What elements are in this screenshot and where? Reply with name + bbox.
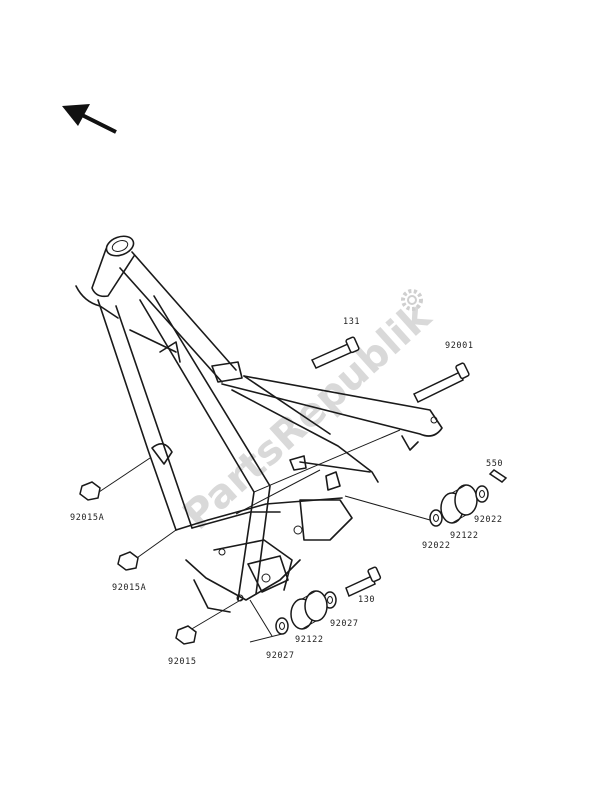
nut-92015a-upper <box>79 481 101 501</box>
damper-92122-right <box>440 484 478 524</box>
bolt-131 <box>310 336 360 369</box>
nut-92015a-middle <box>117 551 139 571</box>
callout-550: 550 <box>486 459 503 469</box>
callout-92022-inner: 92022 <box>422 541 451 551</box>
washer-92022-inner <box>429 509 443 527</box>
motorcycle-frame <box>75 235 443 613</box>
bolt-130 <box>345 566 382 598</box>
nut-92015-lower <box>175 625 197 645</box>
callout-92027-left: 92027 <box>266 651 295 661</box>
watermark: PartsRepublik <box>174 293 440 539</box>
watermark-text: PartsRepublik <box>174 293 440 539</box>
bolt-92001 <box>412 362 470 404</box>
callout-92122-right: 92122 <box>450 531 479 541</box>
callout-92027-right: 92027 <box>330 619 359 629</box>
callout-92015: 92015 <box>168 657 197 667</box>
damper-92122-lower <box>290 590 328 630</box>
callout-92015a-upper: 92015A <box>70 513 104 523</box>
callout-92122-lower: 92122 <box>295 635 324 645</box>
front-direction-arrow-icon <box>62 104 117 134</box>
washer-92022-outer <box>475 485 489 503</box>
callout-131: 131 <box>343 317 360 327</box>
callout-92015a-middle: 92015A <box>112 583 146 593</box>
callout-92022-outer: 92022 <box>474 515 503 525</box>
washer-92027-left <box>275 617 289 635</box>
gear-icon <box>401 289 423 311</box>
leader-lines <box>95 429 431 643</box>
callout-130: 130 <box>358 595 375 605</box>
clip-550 <box>488 469 508 483</box>
callout-92001: 92001 <box>445 341 474 351</box>
